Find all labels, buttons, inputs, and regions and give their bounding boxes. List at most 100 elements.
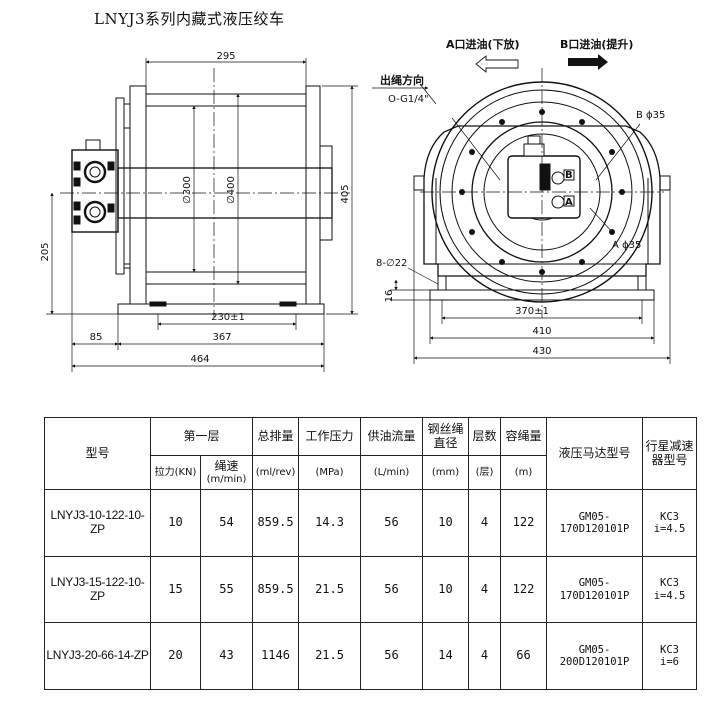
front-dimensions <box>390 190 671 364</box>
cell-motor-line1: GM05- <box>578 510 611 523</box>
plate-label-a: A <box>565 197 573 208</box>
header-pressure: 工作压力 <box>298 417 362 456</box>
header-displacement: 总排量 <box>252 417 300 456</box>
side-dimension-labels: 295 ∅300 ∅400 405 205 230±1 367 85 464 <box>40 51 351 365</box>
cell-displacement: 859.5 <box>252 489 300 557</box>
label-port-b: B口进油(提升) <box>560 37 633 51</box>
cell-displacement: 859.5 <box>252 556 300 623</box>
label-port-a: A口进油(下放) <box>446 37 520 51</box>
cell-motor: GM05-200D120101P <box>546 622 644 690</box>
document-title: LNYJ3系列内藏式液压绞车 <box>94 10 285 28</box>
winch-technical-drawing: 295 ∅300 ∅400 405 205 230±1 367 85 464 <box>40 37 671 372</box>
header-pull: 拉力(KN) <box>150 455 201 490</box>
cell-reducer-line1: KC3 <box>660 643 679 656</box>
rotation-arrows <box>475 54 608 73</box>
label-port-a-dia: A ϕ35 <box>612 240 641 251</box>
header-capacity: 容绳量 <box>500 417 548 456</box>
header-speed-label: 绳速 <box>214 458 239 473</box>
cell-rope-dia: 14 <box>422 622 470 690</box>
header-speed: 绳速 (m/min) <box>199 455 254 490</box>
front-view <box>372 68 671 318</box>
cell-motor-line2: 200D120101P <box>559 656 630 668</box>
header-motor: 液压马达型号 <box>546 417 644 490</box>
side-dimensions <box>46 58 358 372</box>
unit-pressure: (MPa) <box>298 455 362 490</box>
label-bolt-holes: 8-∅22 <box>376 258 407 269</box>
cell-capacity: 66 <box>500 622 548 690</box>
dim-base-width: 410 <box>532 326 551 337</box>
cell-motor-line2: 170D120101P <box>559 523 630 535</box>
cell-layers: 4 <box>468 622 502 690</box>
arrow-right-icon <box>568 54 608 70</box>
cell-pull: 10 <box>150 489 201 557</box>
cell-speed: 43 <box>199 622 254 690</box>
cell-flow: 56 <box>360 622 424 690</box>
cell-model: LNYJ3-10-122-10-ZP <box>44 489 151 557</box>
cell-motor: GM05-170D120101P <box>546 556 644 623</box>
dim-overall-width: 430 <box>532 346 551 357</box>
header-reducer: 行星减速器型号 <box>642 417 698 490</box>
valve-block <box>71 139 119 233</box>
cell-model: LNYJ3-15-122-10-ZP <box>44 556 151 623</box>
unit-displacement: (ml/rev) <box>252 455 300 490</box>
table-row: LNYJ3-10-122-10-ZP 10 54 859.5 14.3 56 1… <box>44 489 698 557</box>
cell-pull: 20 <box>150 622 201 690</box>
cell-pressure: 14.3 <box>298 489 362 557</box>
cell-motor-line2: 170D120101P <box>559 589 630 602</box>
header-model: 型号 <box>44 417 151 490</box>
unit-capacity: (m) <box>500 455 548 490</box>
cell-reducer-line2: i=4.5 <box>653 589 686 602</box>
dim-bolt-span: 230±1 <box>211 312 245 323</box>
arrow-left-icon <box>475 55 519 73</box>
cell-reducer-line2: i=4.5 <box>653 523 686 535</box>
label-port-b-dia: B ϕ35 <box>636 110 665 121</box>
cell-layers: 4 <box>468 489 502 557</box>
side-view <box>60 68 350 318</box>
dim-base-thickness: 16 <box>384 290 395 303</box>
dim-drum-dia: ∅300 <box>182 176 193 204</box>
table-header-row: 型号 第一层 总排量 工作压力 供油流量 钢丝绳直径 层数 容绳量 液压马达型号… <box>44 417 698 490</box>
cell-pressure: 21.5 <box>298 622 362 690</box>
cell-displacement: 1146 <box>252 622 300 690</box>
cell-capacity: 122 <box>500 556 548 623</box>
dim-front-bolt-span: 370±1 <box>515 306 549 317</box>
spec-table: 型号 第一层 总排量 工作压力 供油流量 钢丝绳直径 层数 容绳量 液压马达型号… <box>44 417 698 690</box>
header-flow: 供油流量 <box>360 417 424 456</box>
cell-pull: 15 <box>150 556 201 623</box>
dim-drum-length: 295 <box>216 51 235 62</box>
table-unit-row: 拉力(KN) 绳速 (m/min) (ml/rev) (MPa) (L/min)… <box>45 455 697 490</box>
cell-motor: GM05-170D120101P <box>546 489 644 557</box>
header-speed-unit: (m/min) <box>206 473 247 485</box>
cell-rope-dia: 10 <box>422 556 470 623</box>
cell-reducer-line1: KC3 <box>660 577 679 590</box>
cell-capacity: 122 <box>500 489 548 557</box>
cell-model: LNYJ3-20-66-14-ZP <box>44 622 151 690</box>
cell-rope-dia: 10 <box>422 489 470 557</box>
cell-reducer-line2: i=6 <box>660 656 679 668</box>
cell-reducer-line1: KC3 <box>660 510 679 523</box>
header-first-layer: 第一层 <box>149 417 254 456</box>
cell-speed: 54 <box>199 489 254 557</box>
plate-label-b: B <box>565 170 573 181</box>
header-layers: 层数 <box>468 417 502 456</box>
dim-flange-dia: ∅400 <box>226 176 237 204</box>
dim-height: 405 <box>340 184 351 203</box>
table-row: LNYJ3-15-122-10-ZP 15 55 859.5 21.5 56 1… <box>44 556 698 623</box>
label-port-thread: O-G1/4" <box>388 94 429 105</box>
front-labels: A口进油(下放) B口进油(提升) 出绳方向 O-G1/4" B ϕ35 A ϕ… <box>376 37 665 357</box>
cell-speed: 55 <box>199 556 254 623</box>
dim-left-offset: 85 <box>90 332 103 343</box>
cell-motor-line1: GM05- <box>578 643 611 656</box>
dim-center-height: 205 <box>40 242 51 261</box>
table-row: LNYJ3-20-66-14-ZP 20 43 1146 21.5 56 14 … <box>44 622 698 690</box>
dim-overall-length: 464 <box>190 354 209 365</box>
cell-pressure: 21.5 <box>298 556 362 623</box>
unit-flow: (L/min) <box>360 455 424 490</box>
cell-layers: 4 <box>468 556 502 623</box>
unit-rope-dia: (mm) <box>422 455 470 490</box>
cell-flow: 56 <box>360 556 424 623</box>
bolt-circle <box>459 109 625 275</box>
